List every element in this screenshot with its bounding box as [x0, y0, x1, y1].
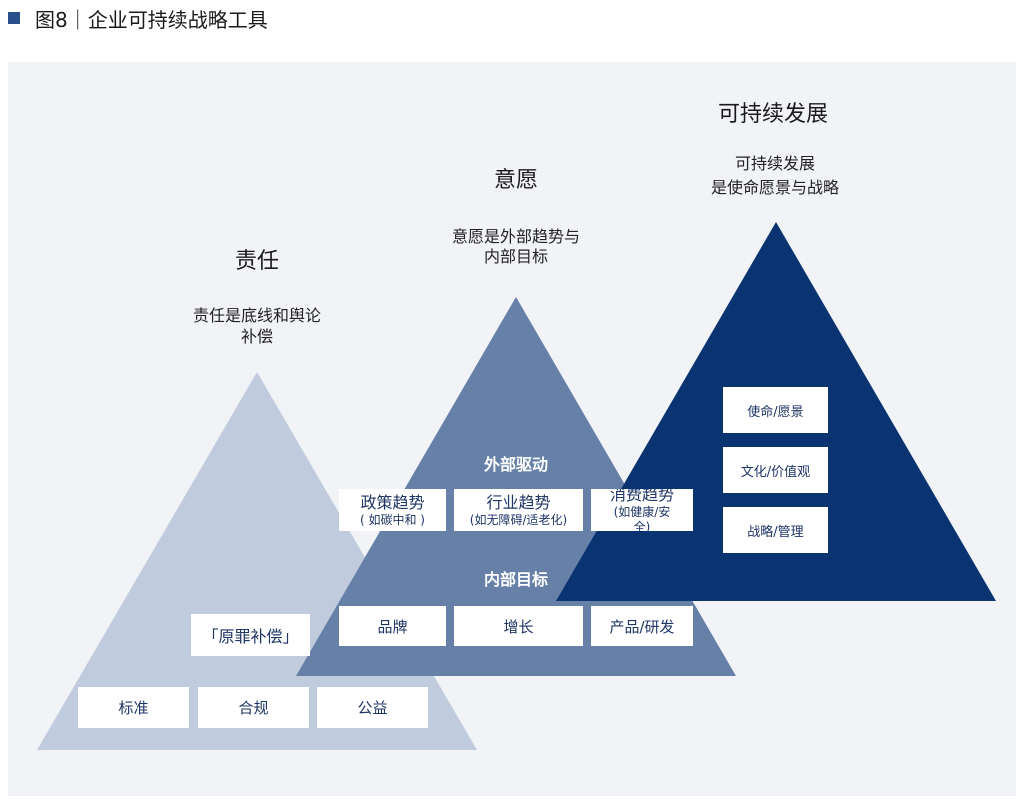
internal-goals-label: 内部目标: [483, 570, 548, 589]
sustainability-item-mission-vision: 使命/愿景: [723, 387, 828, 433]
responsibility-desc-line-1: 责任是底线和舆论: [192, 306, 321, 325]
title-marker: [8, 12, 20, 24]
responsibility-tag-box: 「原罪补偿」: [191, 614, 310, 656]
responsibility-description: 责任是底线和舆论 补偿: [137, 305, 377, 347]
external-drivers-label: 外部驱动: [483, 455, 548, 474]
sustainability-desc-line-1: 可持续发展: [734, 154, 815, 173]
responsibility-heading: 责任: [234, 249, 279, 274]
willingness-description: 意愿是外部趋势与 内部目标: [396, 227, 636, 267]
external-item-subtitle: (如健康/安全): [613, 505, 671, 531]
sustainability-item-strategy-management: 战略/管理: [723, 507, 828, 553]
figure-title: 图8｜企业可持续战略工具: [35, 8, 268, 32]
responsibility-desc-line-2: 补偿: [240, 327, 273, 346]
external-item-consumer-trend: 消费趋势 (如健康/安全): [591, 489, 693, 531]
sustainability-desc-line-2: 是使命愿景与战略: [710, 178, 839, 197]
external-item-title: 行业趋势: [486, 492, 551, 512]
external-item-subtitle: (如无障碍/适老化): [469, 512, 568, 527]
external-item-industry-trend: 行业趋势 (如无障碍/适老化): [454, 489, 583, 531]
external-item-policy-trend: 政策趋势 ( 如碳中和 ): [339, 489, 446, 531]
internal-item-product-rd: 产品/研发: [591, 606, 693, 646]
sustainability-item-culture-values: 文化/价值观: [723, 447, 828, 493]
willingness-desc-line-2: 内部目标: [483, 247, 548, 266]
internal-item-brand: 品牌: [339, 606, 446, 646]
responsibility-item-public-welfare: 公益: [317, 687, 428, 728]
responsibility-item-standard: 标准: [78, 687, 189, 728]
willingness-heading: 意愿: [493, 168, 538, 193]
responsibility-item-compliance: 合规: [198, 687, 309, 728]
willingness-desc-line-1: 意愿是外部趋势与: [451, 227, 580, 246]
internal-item-growth: 增长: [454, 606, 583, 646]
external-item-subtitle: ( 如碳中和 ): [360, 512, 425, 527]
external-item-title: 消费趋势: [609, 489, 674, 504]
sustainability-description: 可持续发展 是使命愿景与战略: [655, 152, 895, 200]
external-item-title: 政策趋势: [360, 492, 425, 512]
sustainability-heading: 可持续发展: [717, 102, 828, 127]
